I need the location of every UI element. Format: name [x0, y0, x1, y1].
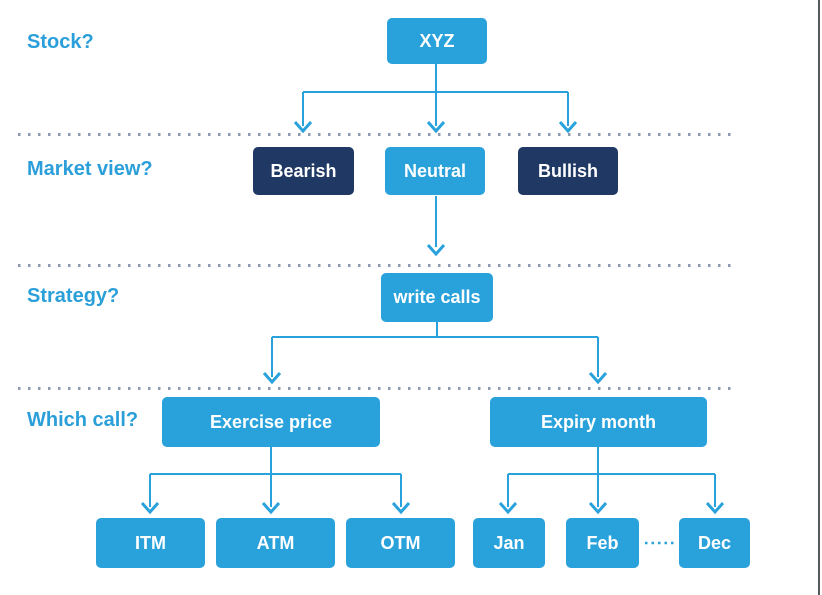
arrow-expiry-month-to-months: [498, 447, 725, 515]
node-strike-otm: OTM: [346, 518, 455, 568]
question-label-market-view: Market view?: [27, 158, 153, 180]
arrow-write-calls-to-which-call: [262, 322, 608, 385]
question-label-stock: Stock?: [27, 31, 94, 53]
separator-line-market-view: [18, 133, 731, 136]
node-month-jan: Jan: [473, 518, 545, 568]
separator-line-which-call: [18, 387, 731, 390]
page-right-border: [818, 0, 820, 595]
node-strike-itm: ITM: [96, 518, 205, 568]
node-month-dec: Dec: [679, 518, 750, 568]
node-expiry-month: Expiry month: [490, 397, 707, 447]
question-label-strategy: Strategy?: [27, 285, 120, 307]
node-month-feb: Feb: [566, 518, 639, 568]
arrow-exercise-price-to-strikes: [140, 447, 411, 515]
node-stock-xyz: XYZ: [387, 18, 487, 64]
node-market-view-bearish: Bearish: [253, 147, 354, 195]
node-exercise-price: Exercise price: [162, 397, 380, 447]
arrow-xyz-to-market-view: [293, 63, 578, 134]
node-market-view-neutral: Neutral: [385, 147, 485, 195]
separator-line-strategy: [18, 264, 731, 267]
node-market-view-bullish: Bullish: [518, 147, 618, 195]
arrow-neutral-to-write-calls: [426, 196, 446, 257]
question-label-which-call: Which call?: [27, 409, 139, 431]
node-strike-atm: ATM: [216, 518, 335, 568]
node-strategy-write-calls: write calls: [381, 273, 493, 322]
